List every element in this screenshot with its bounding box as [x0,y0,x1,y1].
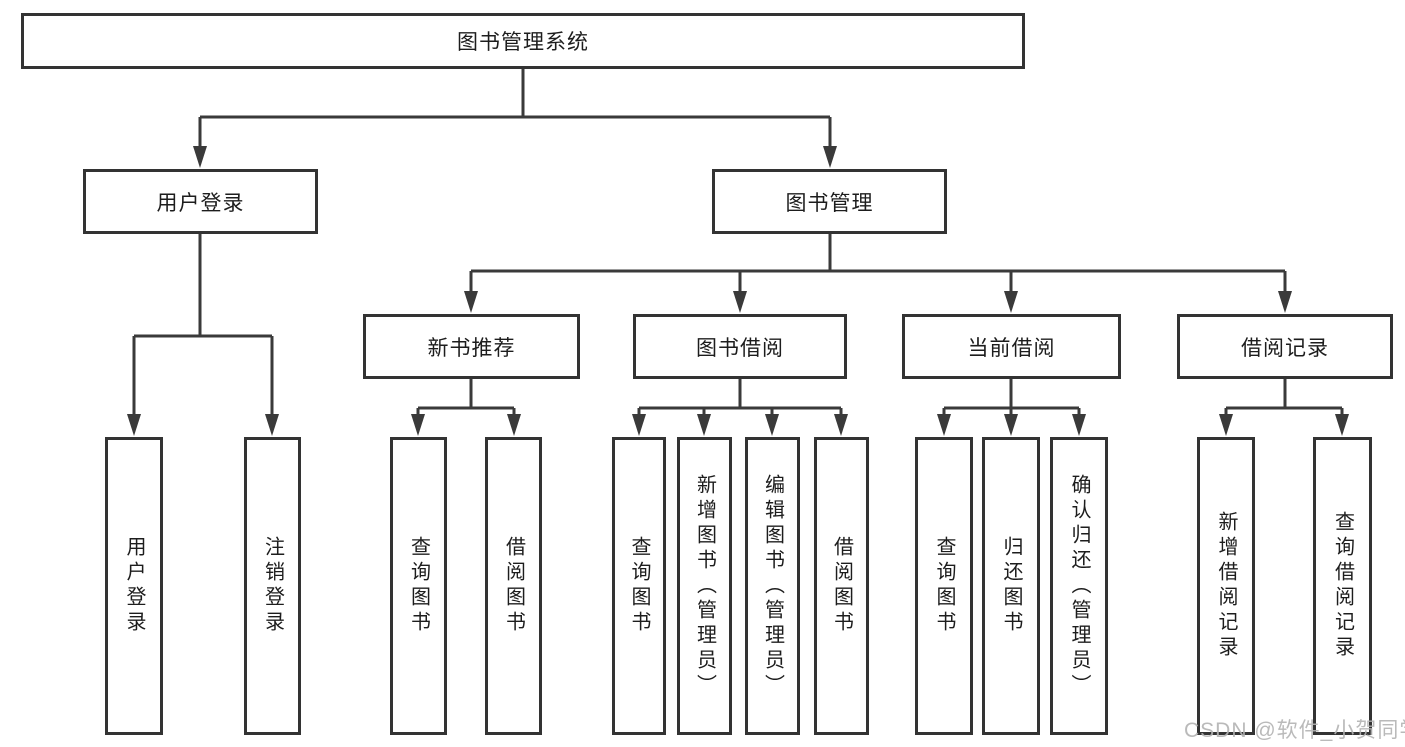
csdn-watermark: CSDN @软件_小贺同学 [1184,719,1405,742]
arrowheads [127,146,1349,436]
node-root-system: 图书管理系统 [21,13,1025,69]
leaf-br-add-record: 新增借阅记录 [1197,437,1255,735]
node-user-login-branch: 用户登录 [83,169,318,234]
node-book-borrowing: 图书借阅 [633,314,847,379]
leaf-bb-add-books-admin: 新增图书（管理员） [677,437,732,735]
leaf-cb-return-books: 归还图书 [982,437,1040,735]
leaf-cb-query-books: 查询图书 [915,437,973,735]
leaf-user-login: 用户登录 [105,437,163,735]
leaf-bb-borrow-books: 借阅图书 [814,437,869,735]
leaf-nbr-query-books: 查询图书 [390,437,447,735]
node-book-management: 图书管理 [712,169,947,234]
leaf-nbr-borrow-books: 借阅图书 [485,437,542,735]
leaf-cb-confirm-return-admin: 确认归还（管理员） [1050,437,1108,735]
node-borrowing-records: 借阅记录 [1177,314,1393,379]
node-current-borrowing: 当前借阅 [902,314,1121,379]
leaf-logout-login: 注销登录 [244,437,301,735]
leaf-bb-edit-books-admin: 编辑图书（管理员） [745,437,800,735]
leaf-bb-query-books: 查询图书 [612,437,666,735]
leaf-br-query-record: 查询借阅记录 [1313,437,1372,735]
node-new-book-recommend: 新书推荐 [363,314,580,379]
